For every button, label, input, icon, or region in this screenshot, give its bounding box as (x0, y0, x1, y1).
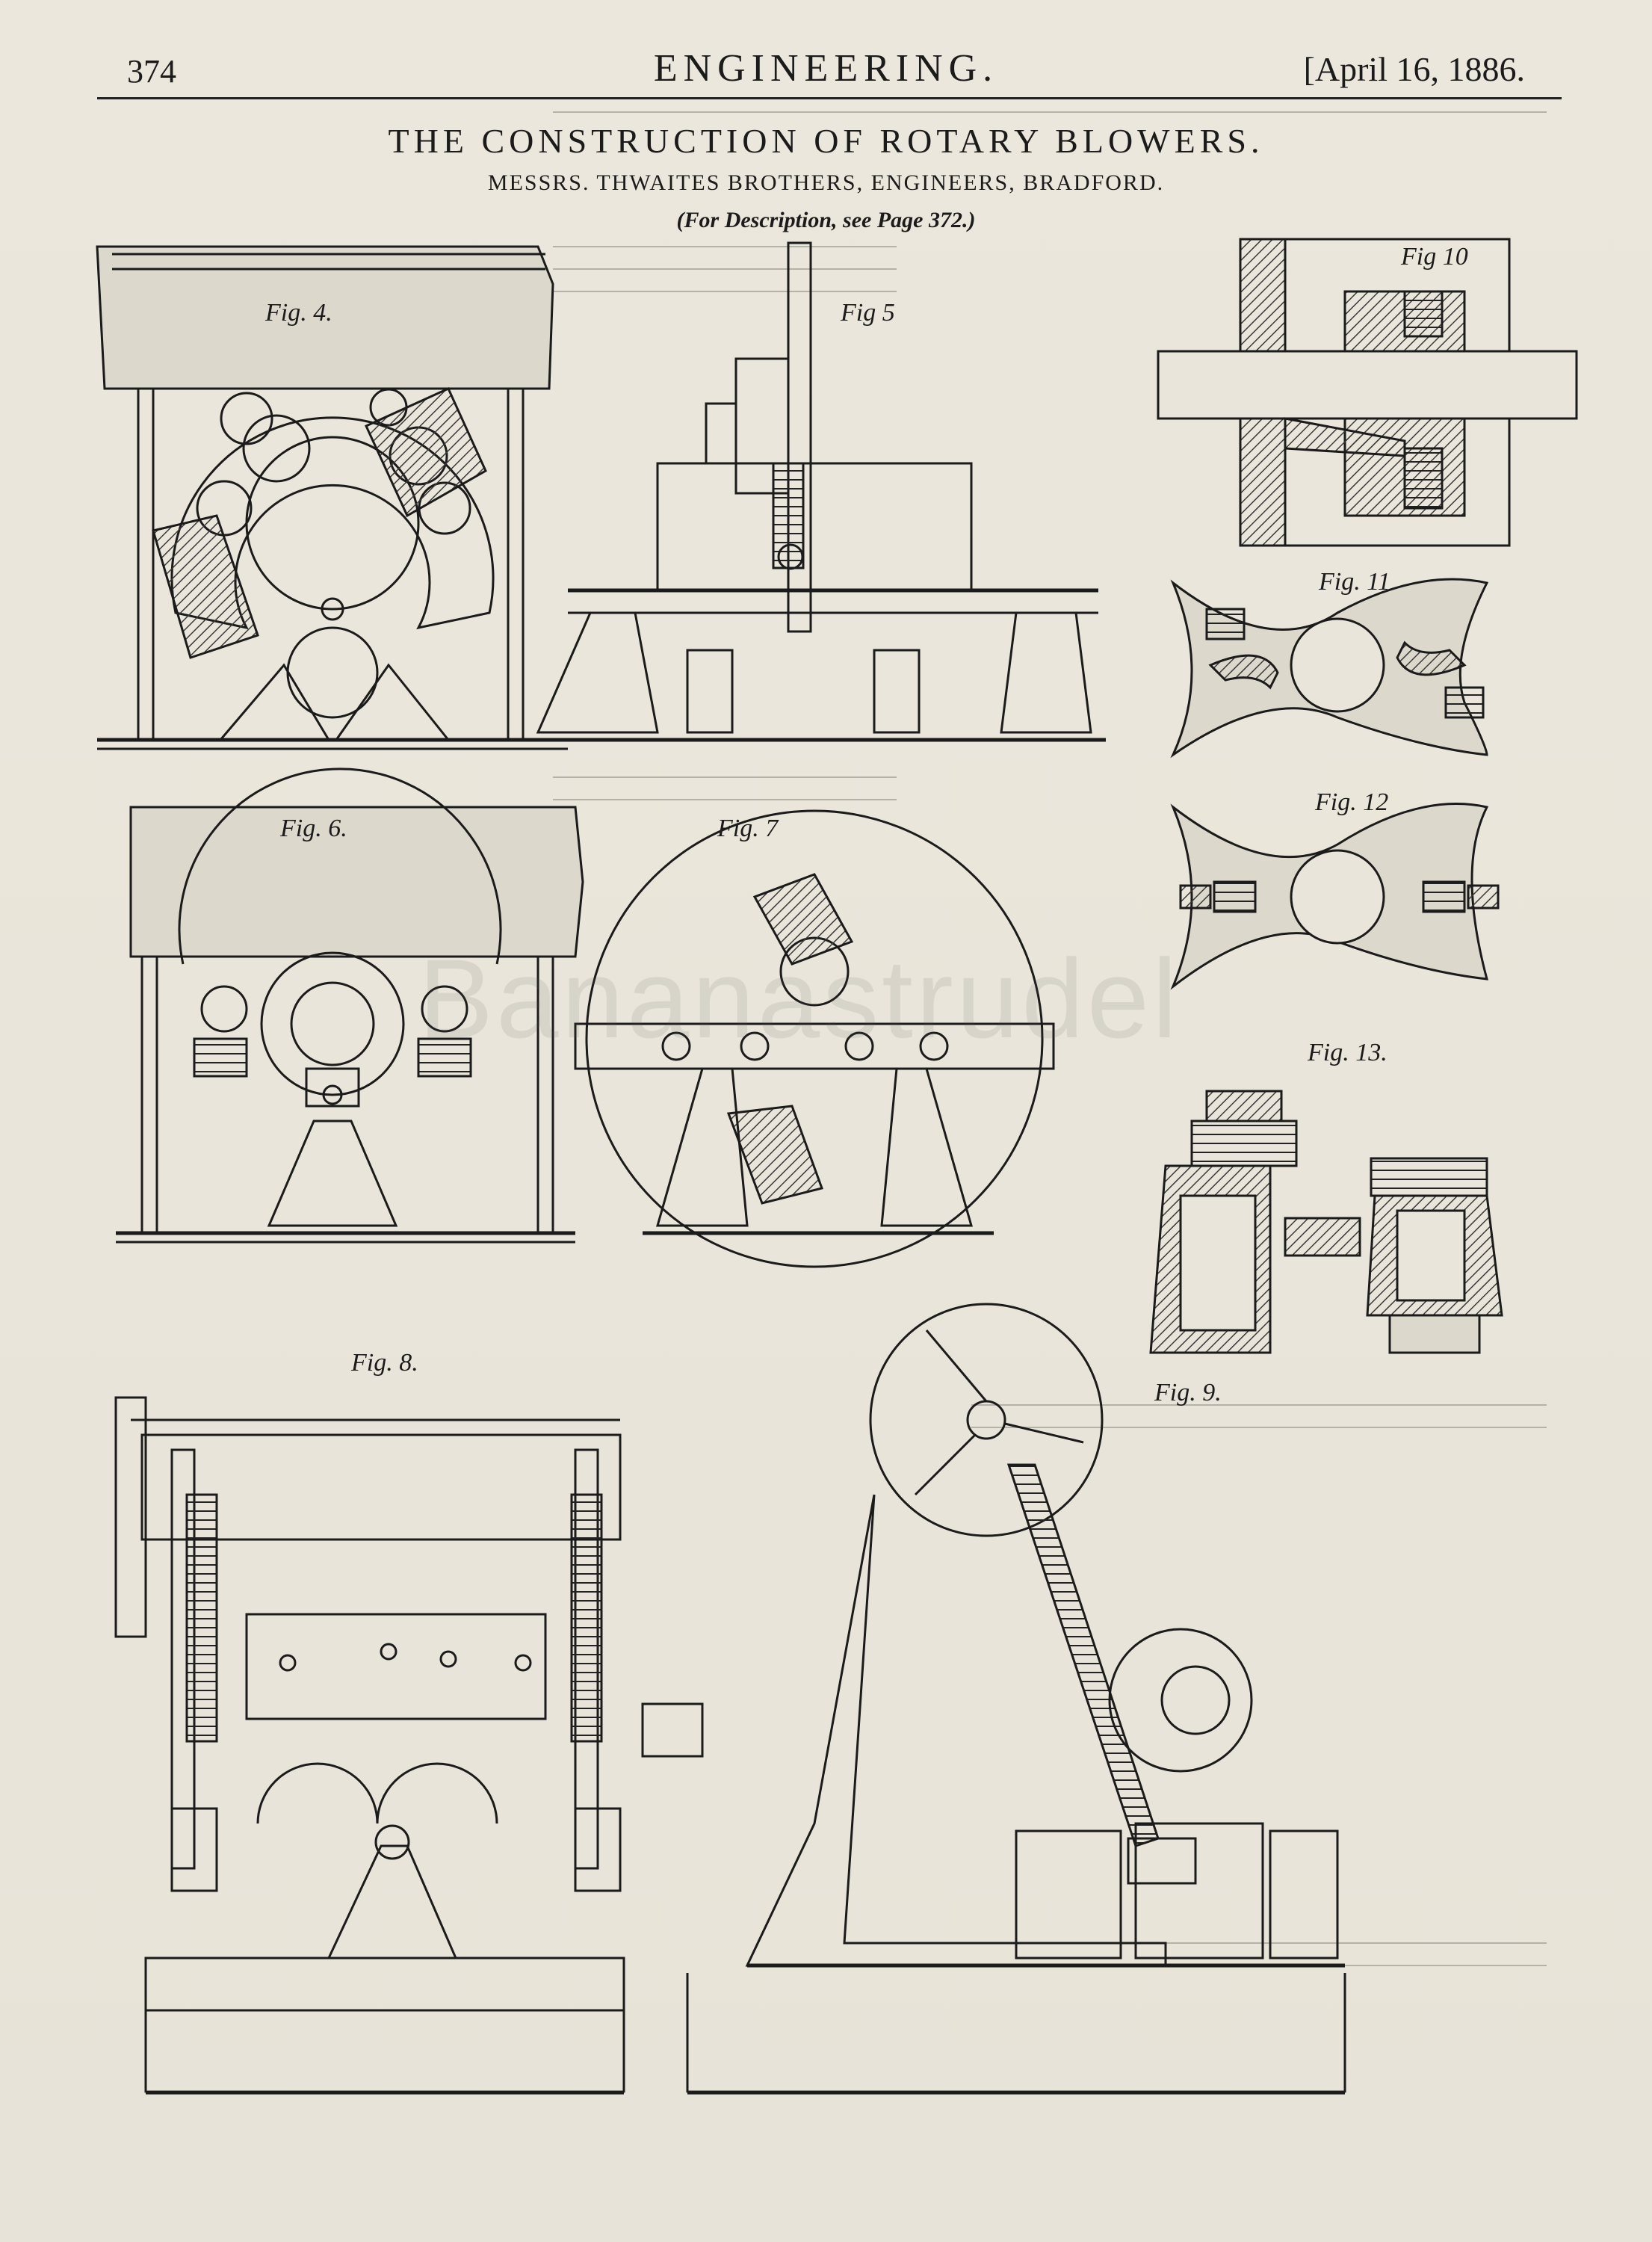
fig13-label: Fig. 13. (1308, 1039, 1388, 1066)
header-rule (97, 97, 1562, 99)
fig4-drawing (96, 245, 568, 750)
fig13-drawing (1149, 1090, 1503, 1354)
fig10-drawing (1157, 238, 1578, 547)
fig10-label: Fig 10 (1401, 243, 1468, 271)
watermark: Bananastrudel (418, 936, 1181, 1061)
journal-title: ENGINEERING. (653, 47, 999, 90)
fig6-drawing (116, 768, 584, 1244)
fig5-label: Fig 5 (841, 299, 895, 327)
fig12-drawing (1170, 803, 1500, 990)
fig8-label: Fig. 8. (351, 1349, 418, 1377)
fig9-label: Fig. 9. (1154, 1379, 1222, 1406)
fig7-drawing (574, 809, 1055, 1268)
fig11-label: Fig. 11 (1319, 568, 1390, 596)
fig5-drawing (536, 241, 1106, 742)
fig11-drawing (1170, 578, 1489, 759)
fig12-label: Fig. 12 (1315, 788, 1389, 816)
fig8-drawing (114, 1396, 704, 2095)
issue-date: [April 16, 1886. (1303, 50, 1525, 88)
fig6-label: Fig. 6. (280, 815, 347, 842)
page-number: 374 (127, 53, 176, 90)
fig9-drawing (686, 1303, 1346, 2095)
fig4-label: Fig. 4. (265, 299, 332, 327)
fig7-label: Fig. 7 (717, 815, 779, 842)
article-subtitle: MESSRS. THWAITES BROTHERS, ENGINEERS, BR… (487, 170, 1165, 195)
description-reference: (For Description, see Page 372.) (676, 208, 976, 232)
article-title: THE CONSTRUCTION OF ROTARY BLOWERS. (388, 122, 1264, 160)
